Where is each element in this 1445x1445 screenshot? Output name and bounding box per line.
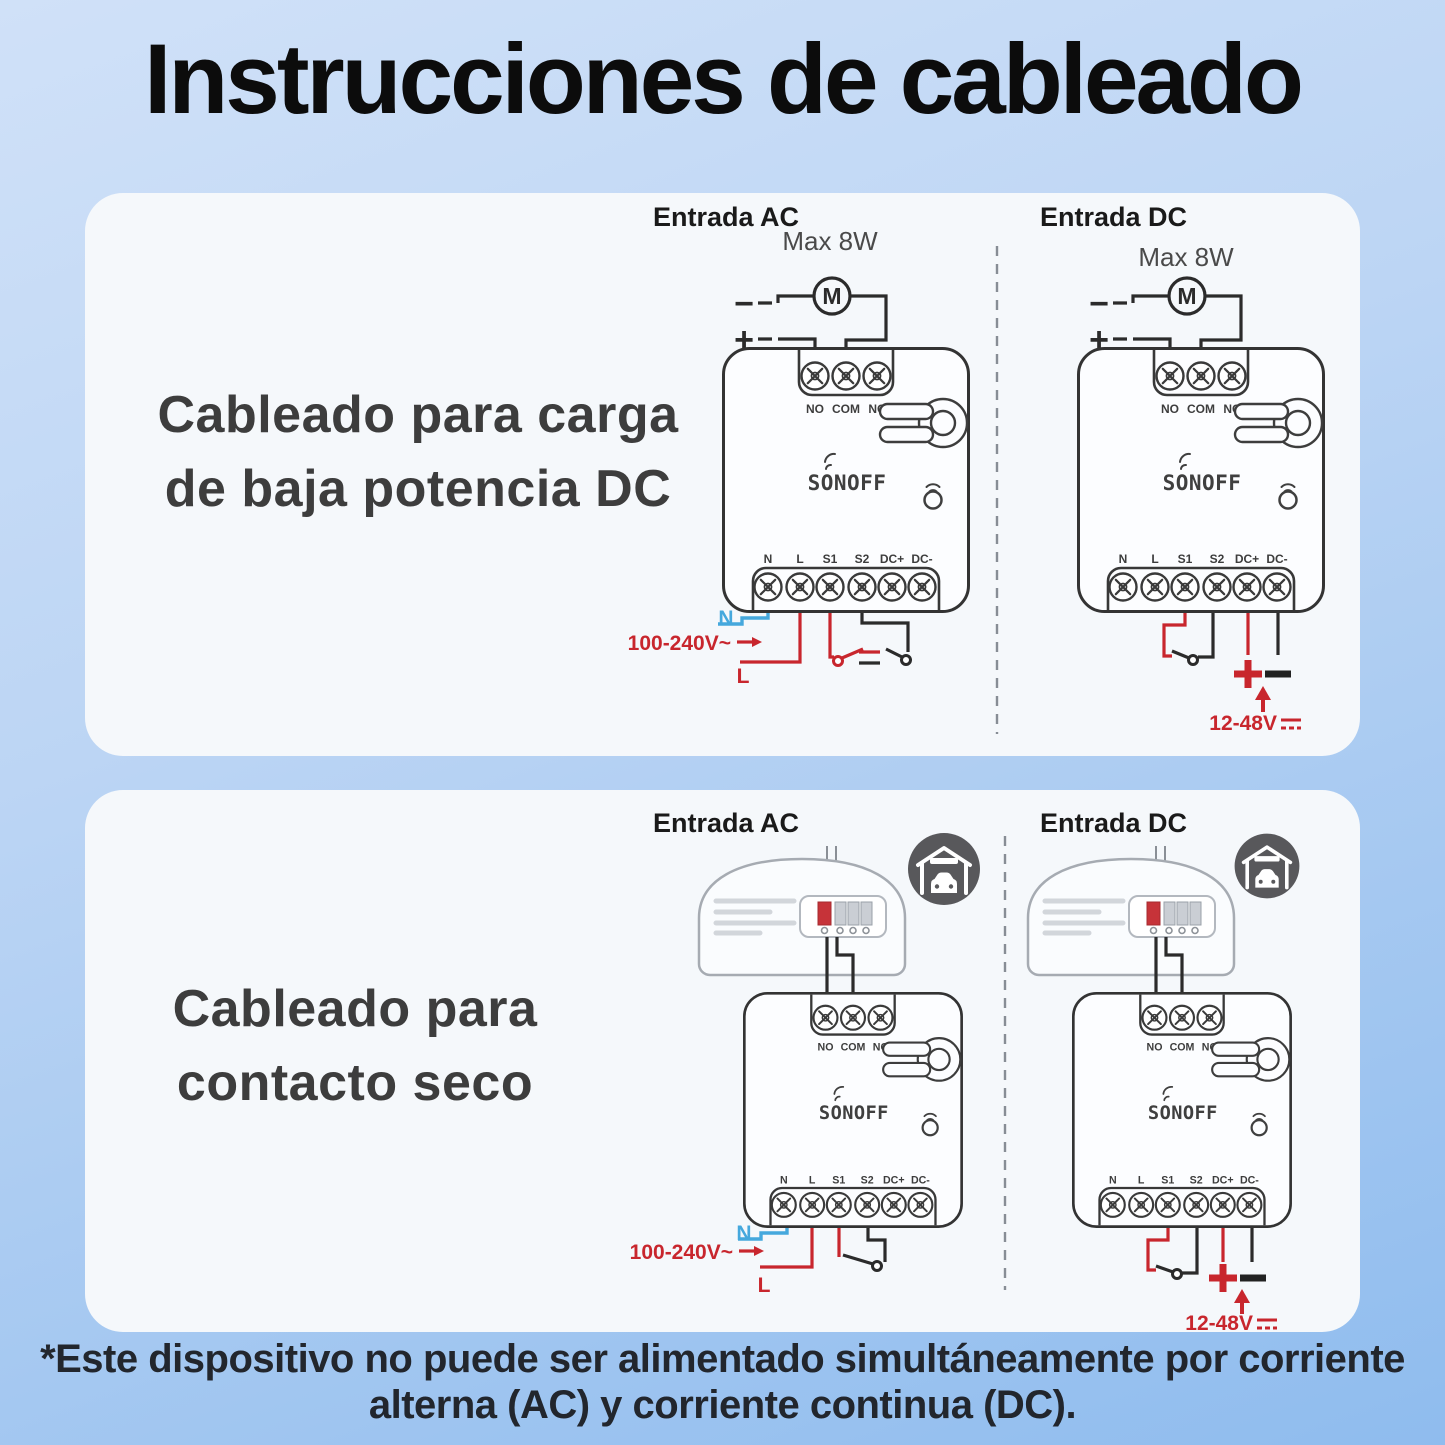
section-title-low-power-dc: Cableado para carga de baja potencia DC bbox=[108, 378, 728, 526]
footnote-line: alterna (AC) y corriente continua (DC). bbox=[368, 1383, 1077, 1427]
page-title: Instrucciones de cableado bbox=[144, 23, 1304, 134]
section-title-line: de baja potencia DC bbox=[164, 460, 672, 518]
footnote-line: *Este dispositivo no puede ser alimentad… bbox=[40, 1337, 1405, 1381]
section-title-line: Cableado para carga bbox=[157, 386, 679, 444]
section-title-line: Cableado para bbox=[172, 980, 538, 1038]
footnote: *Este dispositivo no puede ser alimentad… bbox=[0, 1336, 1445, 1428]
section-title-dry-contact: Cableado para contacto seco bbox=[95, 972, 615, 1120]
section-title-line: contacto seco bbox=[176, 1054, 534, 1112]
